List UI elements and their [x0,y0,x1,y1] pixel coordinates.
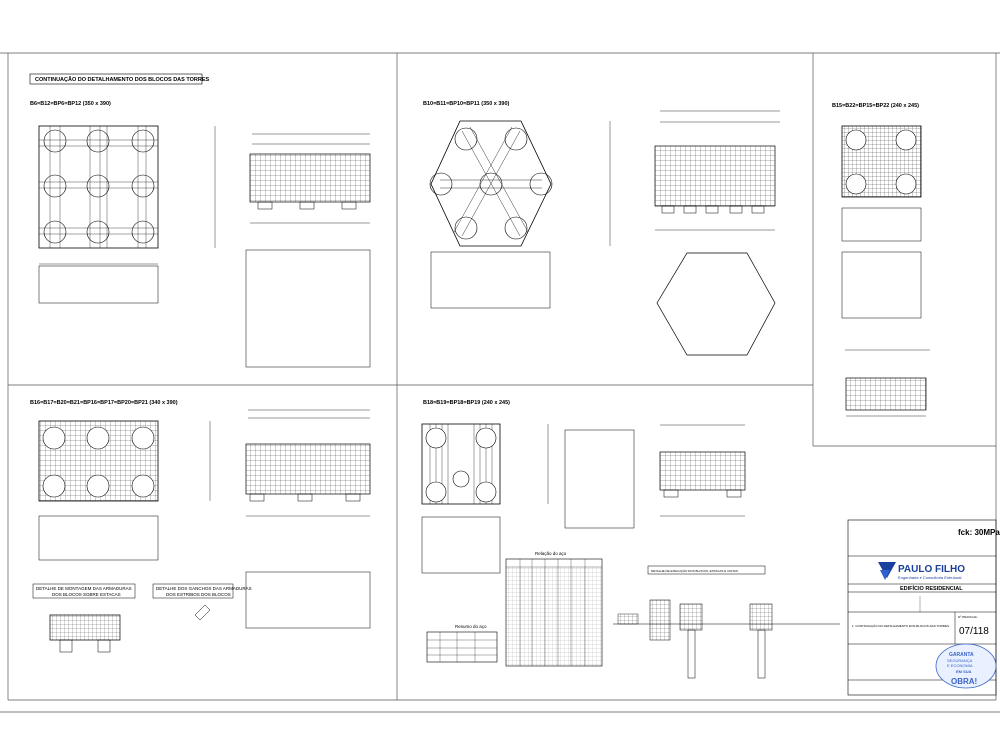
detail-ganchos-line1: DETALHE DOS GANCHOS DAS ARMADURAS [156,586,252,591]
detail-montagem-line2: DOS BLOCOS SOBRE ESTACAS [52,592,121,597]
block-b6-section [245,133,371,368]
detail-montagem-line1: DETALHE DE MONTAGEM DAS ARMADURAS [36,586,132,591]
block-b18-plan: B18=B19=BP18=BP19 (240 x 245) [421,400,635,574]
block-b10-plan: B10=B11=BP10=BP11 (350 x 390) [423,101,611,309]
block-b18-section [659,424,746,517]
project-title: EDIFÍCIO RESIDENCIAL [900,584,963,592]
rebar-table-title: Relação do aço [535,551,567,556]
detail-execucao: DETALHE DE EXECUÇÃO DOS BLOCOS, ESTACAS … [613,565,840,679]
sheet-title-box [29,73,203,85]
sheet-number-label: Nº PRANCHA: [958,615,978,619]
block-b10-section [654,110,780,356]
sheet-frame [0,52,1000,713]
badge-line-1: GARANTA [949,652,974,658]
sheet-title: CONTINUAÇÃO DO DETALHAMENTO DOS BLOCOS D… [35,76,210,83]
badge-line-2: SEGURANÇA [947,658,973,663]
sheet-number: 07/118 [959,626,989,637]
detail-montagem: DETALHE DE MONTAGEM DAS ARMADURAS DOS BL… [32,583,136,653]
block-b10-title: B10=B11=BP10=BP11 (350 x 390) [423,101,510,107]
fck-label: fck: 30MPa [958,528,1000,537]
detail-ganchos-line2: DOS ESTRIBOS DOS BLOCOS [166,592,231,597]
badge-line-5: OBRA! [951,677,977,686]
guarantee-badge: GARANTA SEGURANÇA E ECONOMIA EM SUA OBRA… [935,643,997,689]
subject-text: 1. CONTINUAÇÃO DO DETALHAMENTO DOS BLOCO… [852,623,949,628]
block-b18-title: B18=B19=BP18=BP19 (240 x 245) [423,400,510,406]
company-name: PAULO FILHO [898,564,965,575]
detail-ganchos: DETALHE DOS GANCHOS DAS ARMADURAS DOS ES… [152,583,252,621]
block-b15-title: B15=B22=BP15=BP22 (240 x 245) [832,103,919,109]
rebar-table: Relação do aço [505,551,603,667]
detail-execucao-title: DETALHE DE EXECUÇÃO DOS BLOCOS, ESTACAS … [651,568,738,573]
badge-line-4: EM SUA [956,669,972,674]
block-b15-section [845,349,930,417]
badge-line-3: E ECONOMIA [947,663,973,668]
company-logo: PAULO FILHO Engenharia e Consultoria Est… [878,562,965,580]
block-b16-section [245,409,371,629]
block-b16-title: B16=B17=B20=B21=BP16=BP17=BP20=BP21 (340… [30,400,178,406]
company-subtitle: Engenharia e Consultoria Estrutural [898,575,961,580]
block-b15-plan: B15=B22=BP15=BP22 (240 x 245) [832,103,922,319]
block-b6-plan: B6=B12=BP6=BP12 (350 x 390) [30,101,216,304]
block-b16-plan: B16=B17=B20=B21=BP16=BP17=BP20=BP21 (340… [30,400,211,561]
title-block: fck: 30MPa PAULO FILHO Engenharia e Cons… [847,519,1000,696]
rebar-summary-table: Resumo do aço [426,624,498,663]
rebar-summary-title: Resumo do aço [455,624,487,629]
block-b6-title: B6=B12=BP6=BP12 (350 x 390) [30,101,111,107]
